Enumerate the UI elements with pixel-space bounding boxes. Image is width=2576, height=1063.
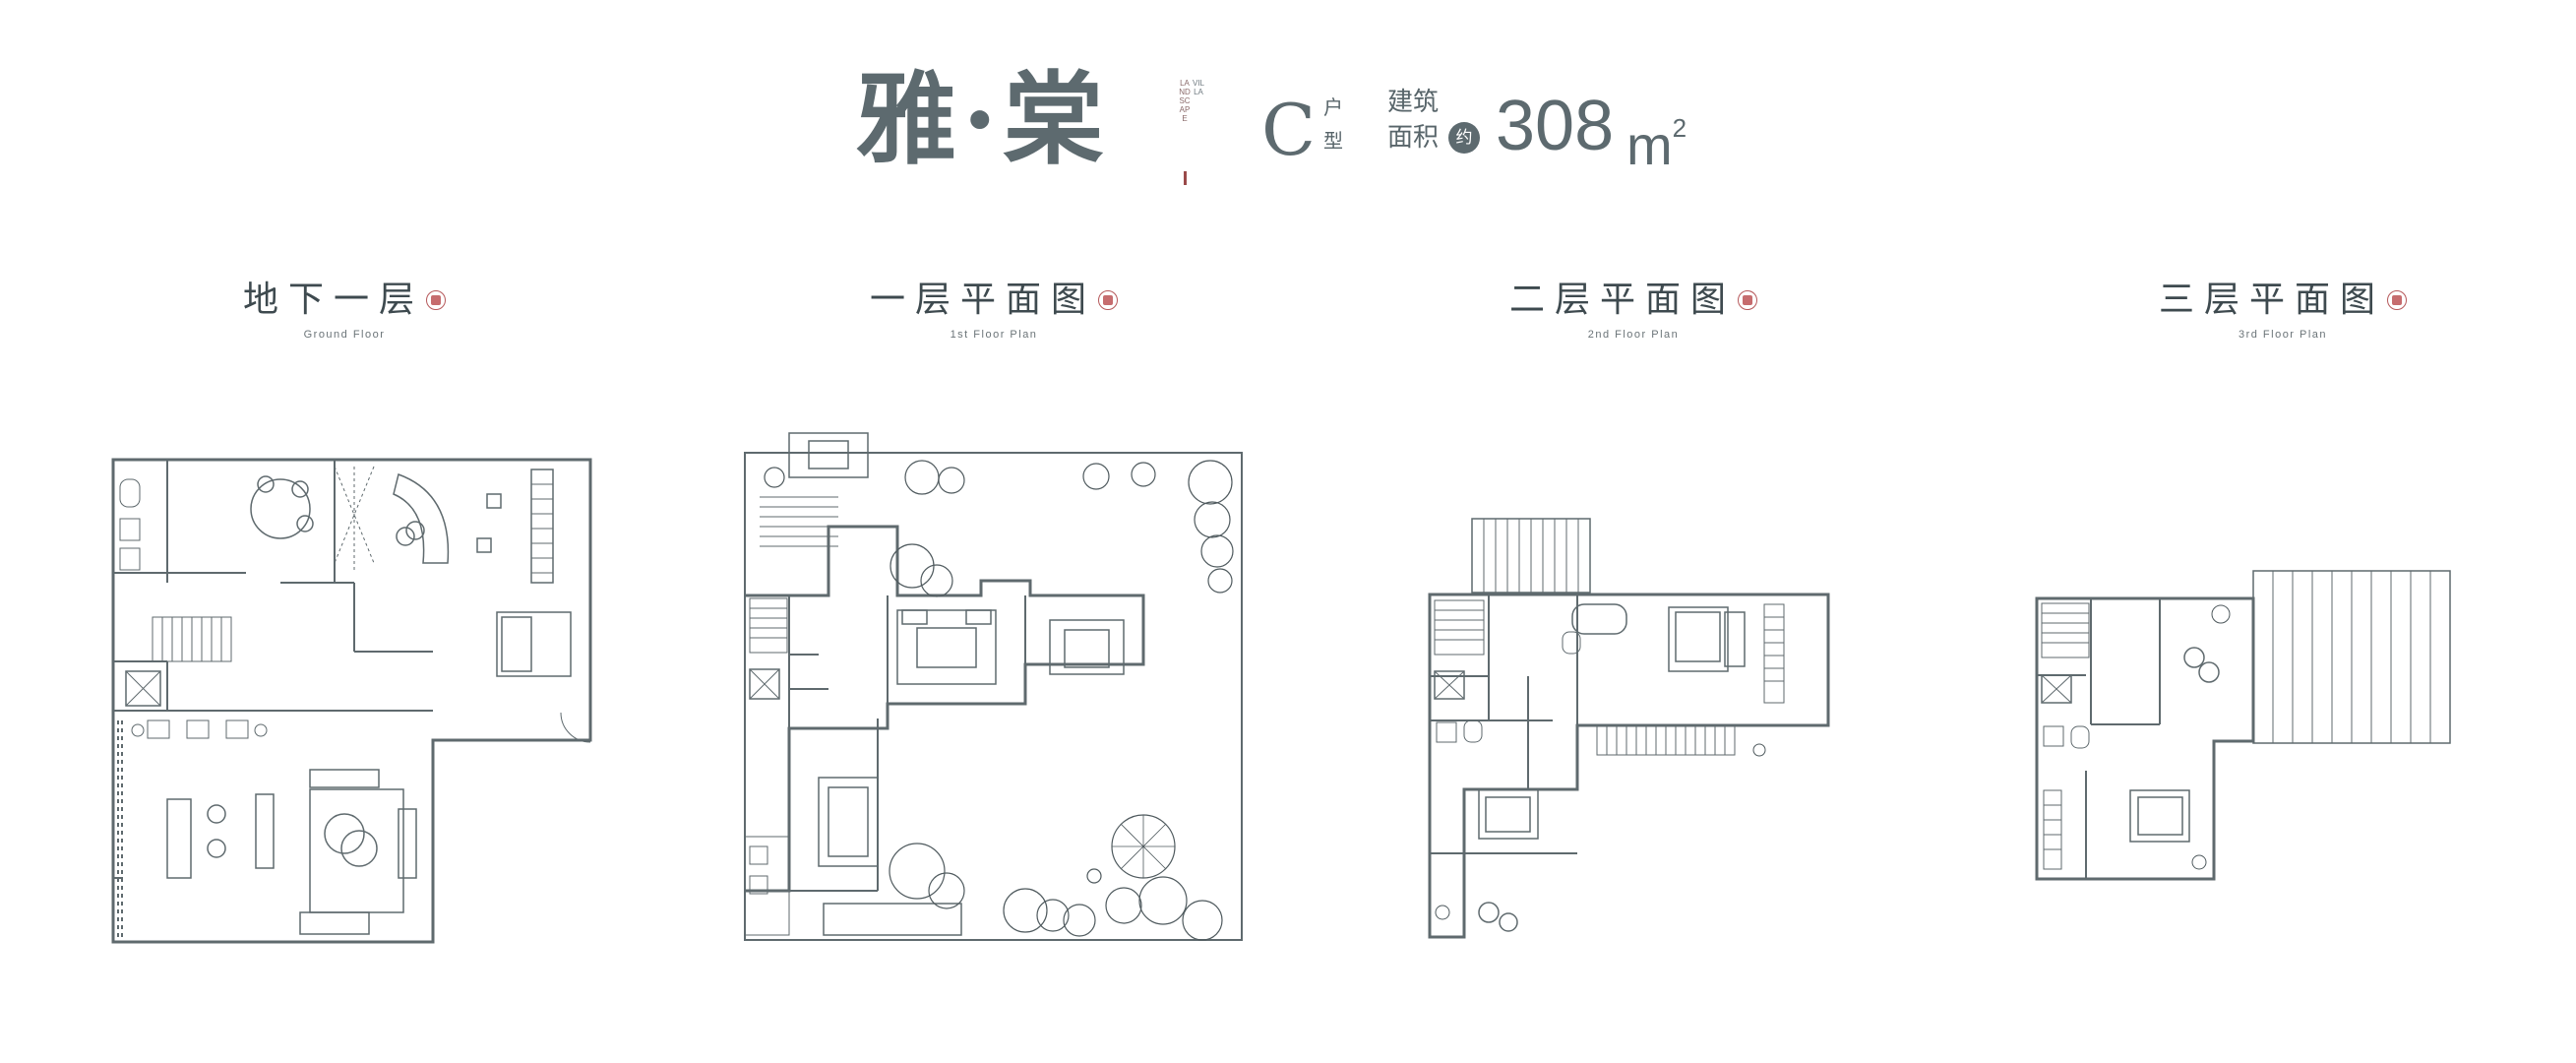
floor-title-cn: 三层平面图 <box>2158 280 2385 320</box>
wardrobe <box>1763 603 1785 704</box>
floor-title-2f: 二层平面图 2nd Floor Plan <box>1456 274 1810 341</box>
floor-title-en: 2nd Floor Plan <box>1587 329 1680 341</box>
dining-table <box>818 777 879 867</box>
bedroom-bed <box>496 611 572 677</box>
living-sofa-set <box>896 609 997 685</box>
interior-wall <box>2037 598 2161 879</box>
bedroom-bed <box>2129 789 2190 843</box>
brand-accent-mark <box>1184 171 1187 185</box>
stair <box>152 616 232 662</box>
wine-cabinet <box>530 469 554 584</box>
landscape-trees <box>764 460 1234 941</box>
floor-title-cn: 二层平面图 <box>1508 280 1736 320</box>
floor-title-basement: 地下一层 Ground Floor <box>167 274 521 341</box>
floor-title-en: Ground Floor <box>303 329 386 341</box>
area-value: 308 <box>1496 87 1615 165</box>
elevator <box>125 670 161 707</box>
bar-area <box>393 473 502 564</box>
floor-title-en: 3rd Floor Plan <box>2238 329 2328 341</box>
seal-icon <box>1098 290 1118 310</box>
exterior-wall <box>745 525 1145 893</box>
elevator <box>749 668 780 700</box>
stair <box>1434 599 1485 656</box>
terrace-chairs <box>1478 902 1518 932</box>
toilets <box>119 478 141 571</box>
floor-title-cn: 一层平面图 <box>869 280 1096 320</box>
floor-title-1f: 一层平面图 1st Floor Plan <box>817 274 1171 341</box>
lounge-chairs <box>2183 647 2220 683</box>
cinema-room <box>250 466 375 573</box>
project-name: 雅·棠 <box>856 61 1110 179</box>
floor-plan-3f <box>2032 569 2465 894</box>
office-desk <box>166 793 275 879</box>
entry-stairs <box>760 496 838 547</box>
exterior-wall <box>1428 593 1830 939</box>
pool <box>823 903 962 936</box>
floor-plan-2f <box>1425 514 1838 947</box>
bedroom-bed <box>1478 788 1539 840</box>
interior-wall <box>113 460 433 879</box>
interior-wall <box>1430 594 1578 937</box>
unit-type-letter: C <box>1261 89 1317 171</box>
master-bed <box>1668 606 1746 672</box>
area-label: 建筑面积 <box>1387 88 1440 153</box>
area-unit: m2 <box>1626 79 1687 195</box>
site-boundary <box>744 452 1243 941</box>
floor-title-3f: 三层平面图 3rd Floor Plan <box>2106 274 2460 341</box>
wardrobe <box>2043 789 2062 870</box>
header: 雅·棠 LANDSCAPE VILLA C 户型 建筑面积 约 308 m2 <box>0 61 2576 185</box>
floor-title-cn: 地下一层 <box>242 280 424 320</box>
roof-slope <box>2252 570 2451 744</box>
wall-hatching <box>117 720 123 937</box>
entry-gate <box>788 432 869 478</box>
brand-vertical-text: LANDSCAPE <box>1179 79 1191 123</box>
exterior-wall <box>111 458 592 944</box>
stair <box>749 597 788 654</box>
exterior-wall <box>2035 596 2255 881</box>
lounge-chairs <box>131 719 268 739</box>
bedroom-bed <box>1049 619 1125 675</box>
interior-wall <box>745 595 1026 892</box>
toilets <box>1436 631 1581 743</box>
area-unit-text: m <box>1626 114 1673 176</box>
door-arc <box>560 712 591 743</box>
unit-type-label: 户型 <box>1323 95 1343 153</box>
seal-icon <box>1738 290 1757 310</box>
elevator <box>1434 670 1465 700</box>
roof-terrace <box>1471 518 1591 594</box>
floor-title-en: 1st Floor Plan <box>950 329 1038 341</box>
kitchen <box>744 836 790 936</box>
floor-plan-1f <box>740 404 1252 945</box>
stair <box>2041 602 2090 658</box>
balcony-rail <box>1596 724 1736 756</box>
toilets <box>2043 725 2090 749</box>
landscape-trees <box>1435 743 1766 920</box>
seal-icon <box>2387 290 2407 310</box>
area-unit-sup: 2 <box>1672 113 1687 143</box>
landscape-trees <box>2191 604 2231 870</box>
elevator <box>2041 674 2072 704</box>
brand-vertical-text-2: VILLA <box>1193 79 1205 96</box>
floor-plan-basement <box>108 455 600 947</box>
bathtub <box>1571 603 1627 635</box>
living-area <box>299 769 417 935</box>
approx-badge: 约 <box>1448 122 1480 154</box>
seal-icon <box>426 290 446 310</box>
